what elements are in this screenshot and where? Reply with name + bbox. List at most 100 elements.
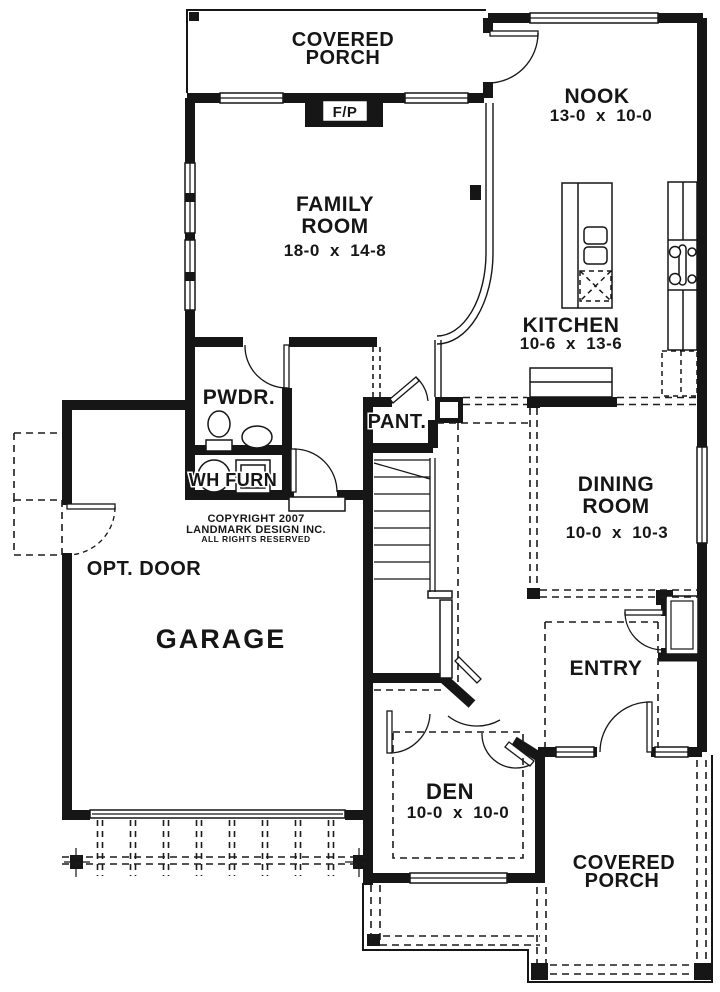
burner-4: [687, 274, 697, 284]
stair-break-line: [373, 462, 431, 480]
stair-railing: [429, 458, 436, 592]
front-stoop-boundary: [370, 885, 540, 946]
entry-boundary: [544, 621, 659, 748]
porch-post-se: [694, 963, 711, 980]
furnace-inner: [240, 464, 266, 489]
pantry-door-swing: [416, 377, 429, 402]
upper-floor-line-hall: [374, 423, 459, 691]
trellis-header: [62, 856, 367, 865]
family-room-label-1: FAMILY: [296, 193, 374, 216]
stair-rail-cap: [427, 590, 453, 599]
wall-openings: [62, 33, 651, 757]
window-mullions: [185, 193, 195, 281]
arch-pilaster: [470, 185, 481, 200]
dining-post-sw: [527, 588, 540, 599]
door-leaves: [66, 30, 664, 767]
opening-garage-door-to-hall: [294, 490, 337, 500]
opt-door-stoop: [13, 499, 63, 556]
upper-floor-line-garage: [13, 432, 62, 500]
den-door-left-swing: [389, 713, 431, 754]
burner-1: [668, 245, 682, 259]
kitchen-island: [561, 182, 613, 309]
opt-door-leaf: [66, 503, 116, 510]
fireplace-label: F/P: [333, 104, 358, 121]
dashed-lines: [13, 347, 707, 975]
cooktop-center: [678, 244, 687, 286]
sink-bowl-bottom: [583, 246, 608, 265]
refrigerator: [661, 350, 698, 397]
nook-door-leaf: [489, 30, 539, 37]
burner-2: [687, 247, 697, 257]
copyright-line-3: ALL RIGHTS RESERVED: [201, 534, 310, 544]
porch-post: [189, 12, 199, 21]
kitchen-dimensions: 10-6 x 13-6: [520, 334, 622, 353]
nook-label: NOOK: [565, 85, 630, 108]
doors: [66, 30, 664, 769]
den-northeast-door-swing: [481, 732, 531, 769]
closet-door-leaf: [624, 609, 664, 616]
pantry-label: PANT.: [368, 411, 427, 433]
garage-label: GARAGE: [156, 624, 287, 654]
fixtures: [89, 181, 699, 819]
opening-opt-door: [62, 505, 72, 553]
entry-closet-shelf: [670, 600, 694, 650]
closet-door-swing: [624, 611, 664, 651]
toilet-tank: [205, 439, 233, 452]
water-heater: [197, 459, 231, 493]
stair-treads: [374, 459, 430, 580]
dining-post-nw: [527, 397, 540, 408]
powder-door-leaf: [283, 344, 290, 389]
wall-pantry: [363, 397, 438, 453]
wall-den-north: [368, 673, 476, 708]
entry-label: ENTRY: [570, 657, 643, 680]
sink-bowl-top: [583, 226, 608, 245]
toilet: [207, 410, 231, 438]
den-dimensions: 10-0 x 10-0: [407, 803, 509, 822]
copyright-line-1: COPYRIGHT 2007: [207, 513, 304, 525]
counter-east-edges: [668, 182, 697, 350]
labels: COVERED PORCH F/P NOOK 13-0 x 10-0 FAMIL…: [85, 28, 676, 894]
mullion-lower: [185, 272, 195, 281]
dining-open-boundary: [529, 408, 700, 598]
den-ceiling-line: [392, 731, 524, 859]
family-room-dimensions: 18-0 x 14-8: [284, 241, 386, 260]
powder-sink: [241, 425, 273, 449]
burner-3: [668, 272, 682, 286]
powder-room-label: PWDR.: [203, 386, 276, 409]
trellis-post-ticks: [64, 848, 371, 877]
trellis-beams: [96, 820, 335, 876]
dining-room-label-2: ROOM: [582, 495, 649, 518]
den-door-right-swing: [447, 715, 501, 727]
den-northeast-door-leaf: [504, 741, 535, 767]
top-porch-outline: [186, 9, 486, 93]
utility-label: WH FURN: [189, 470, 277, 490]
kitchen-label: KITCHEN: [523, 314, 620, 337]
door-swings: [244, 32, 664, 769]
covered-porch-boundary: [536, 760, 707, 975]
den-door-left-leaf: [386, 710, 393, 754]
post-ticks: [64, 848, 371, 877]
dining-room-label-1: DINING: [578, 473, 655, 496]
stair-stub-wall: [439, 599, 453, 679]
front-door-leaf: [646, 701, 653, 753]
kitchen-chase-inner: [440, 402, 458, 418]
garage-step: [288, 496, 346, 512]
divider-lines: [485, 103, 494, 253]
porch-post-sw: [531, 963, 548, 980]
kitchen-west-lines: [434, 340, 442, 397]
hall-kitchen-opening: [372, 347, 381, 397]
copyright-line-2: LANDMARK DESIGN INC.: [186, 524, 326, 536]
dishwasher-x: [579, 270, 612, 302]
opening-nook-door: [483, 33, 493, 82]
appliances-dashed: [579, 270, 698, 397]
dishwasher: [579, 270, 612, 302]
family-room-label-2: ROOM: [301, 215, 368, 238]
arch-inner: [436, 252, 487, 337]
covered-porch-top-label-1: COVERED: [292, 29, 394, 51]
powder-door-swing: [244, 344, 288, 389]
bottom-porch-outline: [362, 755, 713, 983]
covered-porch-bottom-label-2: PORCH: [585, 870, 660, 892]
opt-door-swing: [66, 506, 116, 556]
mullion-upper: [185, 193, 195, 202]
